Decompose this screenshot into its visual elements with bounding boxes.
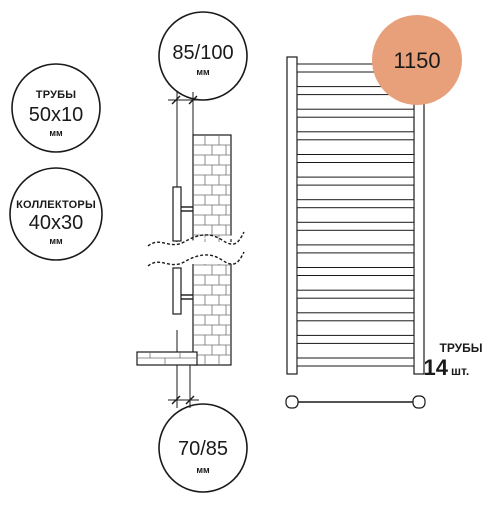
top-offset-circle xyxy=(158,11,248,101)
tube-size-title: ТРУБЫ xyxy=(36,89,76,101)
collector-size-unit: мм xyxy=(49,236,63,246)
radiator-tube xyxy=(296,176,415,186)
break-lines xyxy=(146,231,246,267)
height-value: 1150 xyxy=(393,48,440,73)
bottom-offset-value: 70/85 xyxy=(178,438,228,460)
radiator-tube xyxy=(296,357,415,367)
collector-size-badge: КОЛЛЕКТОРЫ 40x30 мм xyxy=(9,167,103,261)
tube-count-title: ТРУБЫ xyxy=(439,341,482,355)
radiator-tube xyxy=(296,199,415,209)
top-offset-unit: мм xyxy=(196,67,210,77)
radiator-tube xyxy=(296,334,415,344)
radiator-tube xyxy=(296,312,415,322)
bottom-offset-unit: мм xyxy=(196,465,210,475)
radiator-tube xyxy=(296,154,415,163)
radiator-tube xyxy=(296,221,415,231)
radiator-tube xyxy=(296,244,415,254)
top-offset-badge: 85/100 мм xyxy=(158,11,248,101)
tube-count-label: ТРУБЫ 14 шт. xyxy=(424,341,483,380)
collector-size-circle xyxy=(9,167,103,261)
bottom-offset-badge: 70/85 мм xyxy=(158,403,248,493)
tube-count-number: 14 xyxy=(424,355,449,380)
radiator-tube xyxy=(296,267,415,276)
radiator-tube xyxy=(296,131,415,141)
collector-size-value: 40x30 xyxy=(29,212,84,234)
tube-size-badge: ТРУБЫ 50x10 мм xyxy=(11,63,101,153)
radiator-side-profile xyxy=(172,186,193,315)
tube-size-unit: мм xyxy=(49,128,63,138)
radiator-tube xyxy=(296,289,415,299)
tube-size-value: 50x10 xyxy=(29,104,84,126)
collector-size-title: КОЛЛЕКТОРЫ xyxy=(16,199,96,211)
top-offset-value: 85/100 xyxy=(172,42,233,64)
left-collector xyxy=(286,56,298,375)
height-circle xyxy=(372,15,462,105)
tube-size-circle xyxy=(11,63,101,153)
bottom-offset-circle xyxy=(158,403,248,493)
floor-ledge xyxy=(136,351,198,366)
radiator-tube xyxy=(296,108,415,118)
height-badge: 1150 xyxy=(372,15,462,105)
tube-count-unit: шт. xyxy=(451,364,469,378)
bottom-bar xyxy=(285,395,426,409)
radiator-front-view xyxy=(286,56,425,375)
